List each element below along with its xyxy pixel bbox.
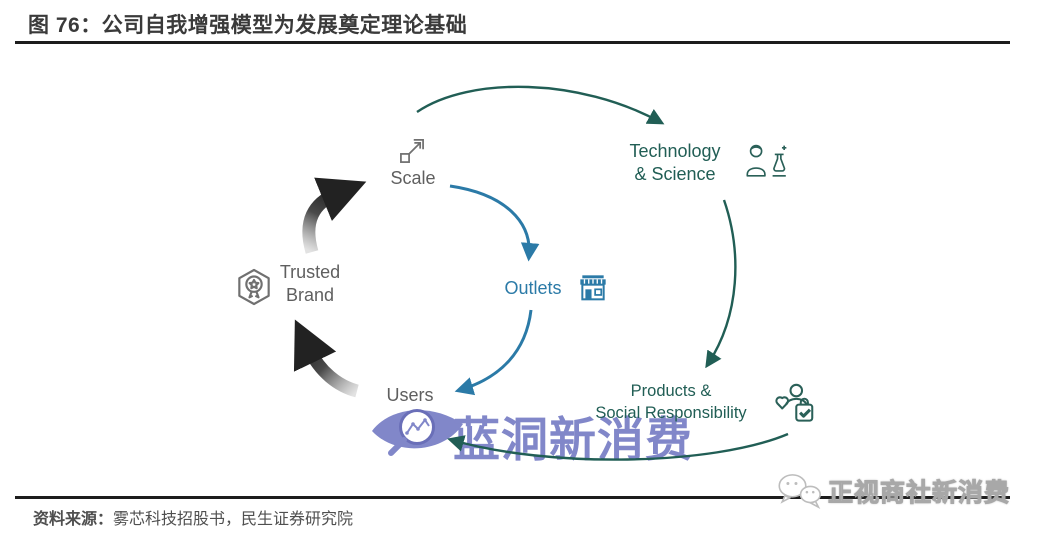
source-label: 资料来源： [33,511,114,528]
person-care-icon [775,383,814,422]
arrow-users-to-trusted-brand [293,319,359,398]
source-line: 资料来源：雾芯科技招股书，民生证券研究院 [33,505,353,529]
eye-magnifier-logo-icon [372,409,463,456]
technology-line1: Technology [629,141,721,161]
products-line2: Social Responsibility [595,404,747,422]
storefront-icon [580,275,606,301]
certified-badge-icon [238,268,270,306]
watermark-bottom-right-text: 正视商社新消费 [827,479,1011,508]
arrow-scale-to-technology [416,85,665,125]
node-trusted-brand-label: Trusted Brand [258,261,362,307]
wechat-bubbles-icon [778,474,821,510]
arrow-scale-to-outlets [449,184,540,262]
arrow-technology-to-products [705,199,737,369]
expand-scale-icon [400,139,424,163]
scientist-lab-icon [746,144,787,177]
arrow-trusted-brand-to-scale [302,177,367,254]
node-outlets-label: Outlets [504,278,562,298]
source-divider [15,496,1010,499]
node-technology-label: Technology & Science [605,140,745,186]
source-text: 雾芯科技招股书，民生证券研究院 [113,511,354,528]
trusted-brand-line1: Trusted [279,262,341,282]
node-scale-label: Scale [390,168,436,188]
title-divider [15,41,1010,44]
trusted-brand-line2: Brand [285,285,335,305]
figure-title: 图 76：公司自我增强模型为发展奠定理论基础 [28,14,468,37]
node-users-label: Users [386,385,434,405]
watermark-bottom-right: 正视商社新消费 [776,472,1010,510]
products-line1: Products & [630,382,712,400]
node-products-label: Products & Social Responsibility [565,380,777,424]
technology-line2: & Science [634,164,716,184]
arrow-outlets-to-users [454,309,533,396]
